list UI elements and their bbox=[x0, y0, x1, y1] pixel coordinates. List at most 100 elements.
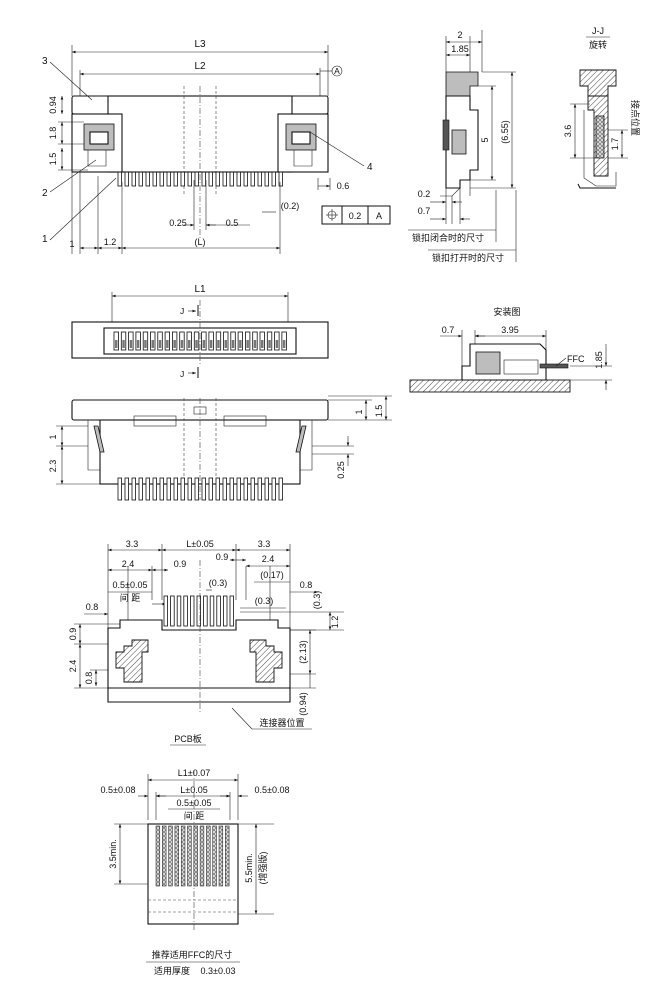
bottom-pin bbox=[152, 477, 157, 501]
bottom-pin bbox=[208, 477, 213, 501]
install-dim-07: 0.7 bbox=[442, 325, 455, 335]
pcb-dim-08-a: 0.8 bbox=[300, 580, 313, 590]
pcb-dim-33-right: 3.3 bbox=[258, 539, 271, 549]
pcb-pad bbox=[183, 595, 188, 627]
install-view: 安装图 0.7 3.95 FFC 1.85 bbox=[409, 306, 612, 393]
bottom-pin bbox=[250, 477, 255, 501]
front-pin-contact bbox=[231, 340, 235, 348]
dim-02: (0.2) bbox=[281, 201, 300, 211]
dim-L2: L2 bbox=[194, 61, 206, 72]
label-latch-closed: 锁扣闭合时的尺寸 bbox=[412, 232, 484, 243]
pcb-pad bbox=[216, 595, 221, 627]
pcb-dim-24-right: 2.4 bbox=[262, 554, 275, 564]
pcb-pad bbox=[222, 595, 228, 627]
pcb-dim-09-c: 0.9 bbox=[68, 628, 78, 641]
top-pin bbox=[222, 171, 227, 187]
pcb-dim-09-a: 0.9 bbox=[174, 559, 187, 569]
callout-4: 4 bbox=[367, 162, 373, 173]
dim-1: 1 bbox=[69, 239, 74, 249]
ffc-conductor bbox=[155, 825, 161, 887]
ffc-conductor bbox=[162, 825, 167, 887]
jj-contact-label: 接点位置 bbox=[630, 100, 641, 136]
bottom-pin bbox=[229, 477, 234, 501]
pcb-dim-12: 1.2 bbox=[330, 616, 340, 629]
bottom-view: 1 1.5 1 2.3 0.25 bbox=[48, 395, 392, 501]
pcb-pad bbox=[176, 595, 182, 627]
bottom-pin bbox=[159, 477, 164, 501]
top-pin bbox=[138, 171, 143, 187]
ffc-dim-05-left: 0.5±0.08 bbox=[101, 785, 136, 795]
ffc-conductor bbox=[218, 825, 224, 887]
front-pin-contact bbox=[202, 340, 206, 348]
ffc-dim-05-right: 0.5±0.08 bbox=[255, 785, 290, 795]
side-view: 2 1.85 5 (6.55) 0.2 0.7 锁扣闭合时的尺寸 bbox=[408, 30, 517, 263]
pcb-pad bbox=[163, 595, 168, 627]
pcb-dim-03-a: (0.3) bbox=[209, 578, 228, 588]
bottom-pin bbox=[117, 477, 122, 501]
top-pin bbox=[215, 171, 220, 187]
pcb-pad bbox=[196, 595, 201, 627]
top-pin bbox=[264, 171, 269, 187]
front-pin-contact bbox=[129, 340, 133, 348]
bottom-dim-1-left: 1 bbox=[48, 434, 58, 439]
top-pin bbox=[173, 171, 178, 187]
front-pin-contact bbox=[195, 340, 198, 348]
label-latch-open: 锁扣打开时的尺寸 bbox=[432, 252, 504, 263]
bottom-pin bbox=[236, 477, 241, 501]
pcb-dim-094: (0.94) bbox=[298, 692, 308, 716]
ffc-conductor bbox=[225, 825, 230, 887]
dim-06: 0.6 bbox=[337, 181, 350, 191]
ffc-conductor bbox=[199, 825, 205, 887]
top-pin bbox=[278, 171, 283, 187]
side-dim-07: 0.7 bbox=[418, 206, 431, 216]
pcb-dim-08-b: 0.8 bbox=[86, 602, 99, 612]
pcb-connector-label: 连接器位置 bbox=[259, 717, 304, 728]
ffc-conductor bbox=[187, 825, 192, 887]
pcb-dim-017: (0.17) bbox=[260, 570, 284, 580]
bottom-pin bbox=[278, 477, 283, 501]
bottom-pin bbox=[187, 477, 192, 501]
side-dim-02: 0.2 bbox=[418, 189, 431, 199]
dim-12: 1.2 bbox=[104, 237, 117, 247]
ffc-conductors bbox=[155, 825, 230, 887]
dim-L3: L3 bbox=[194, 39, 206, 50]
top-pin bbox=[229, 171, 234, 187]
top-pin bbox=[124, 171, 129, 187]
ffc-dim-55: 5.5min. bbox=[244, 853, 254, 883]
pcb-dim-24-c: 2.4 bbox=[68, 660, 78, 673]
ffc-view: L1±0.07 0.5±0.08 L±0.05 0.5±0.08 0.5±0.0… bbox=[101, 768, 290, 976]
front-pin-contact bbox=[209, 340, 213, 348]
section-jj-subtitle: 旋转 bbox=[589, 39, 607, 50]
top-pin bbox=[201, 171, 206, 187]
bottom-pin bbox=[173, 477, 178, 501]
front-pin-contact bbox=[246, 340, 249, 348]
front-pin-contact bbox=[239, 340, 242, 348]
front-pin-contact bbox=[188, 340, 191, 348]
bottom-pin bbox=[138, 477, 143, 501]
install-title: 安装图 bbox=[493, 306, 520, 317]
front-view-pins bbox=[113, 331, 287, 351]
front-pin-contact bbox=[166, 340, 169, 348]
pcb-dim-03-b: (0.3) bbox=[255, 596, 274, 606]
top-pin bbox=[194, 171, 199, 187]
section-jj: J-J 旋转 3.6 1.7 接点位置 bbox=[563, 26, 641, 189]
front-pin-contact bbox=[180, 340, 184, 348]
callout-2: 2 bbox=[42, 188, 48, 199]
bottom-pin bbox=[222, 477, 227, 501]
top-pin bbox=[250, 171, 255, 187]
top-pin bbox=[208, 171, 213, 187]
front-pin-contact bbox=[224, 340, 227, 348]
top-pin bbox=[243, 171, 248, 187]
bottom-pin bbox=[194, 477, 199, 501]
front-pin-contact bbox=[151, 340, 154, 348]
pcb-pads bbox=[163, 595, 234, 627]
side-dim-5: 5 bbox=[480, 137, 490, 142]
pcb-layout: 3.3 L±0.05 3.3 2.4 0.9 0.9 2.4 0.5±0.05 … bbox=[68, 539, 344, 746]
tol-ref: A bbox=[376, 211, 382, 221]
bottom-pin bbox=[131, 477, 136, 501]
tol-value: 0.2 bbox=[349, 211, 362, 221]
top-view: L3 L2 A 0.94 1.8 1.5 bbox=[42, 39, 391, 254]
ffc-conductor bbox=[174, 825, 179, 887]
top-pin bbox=[271, 171, 276, 187]
